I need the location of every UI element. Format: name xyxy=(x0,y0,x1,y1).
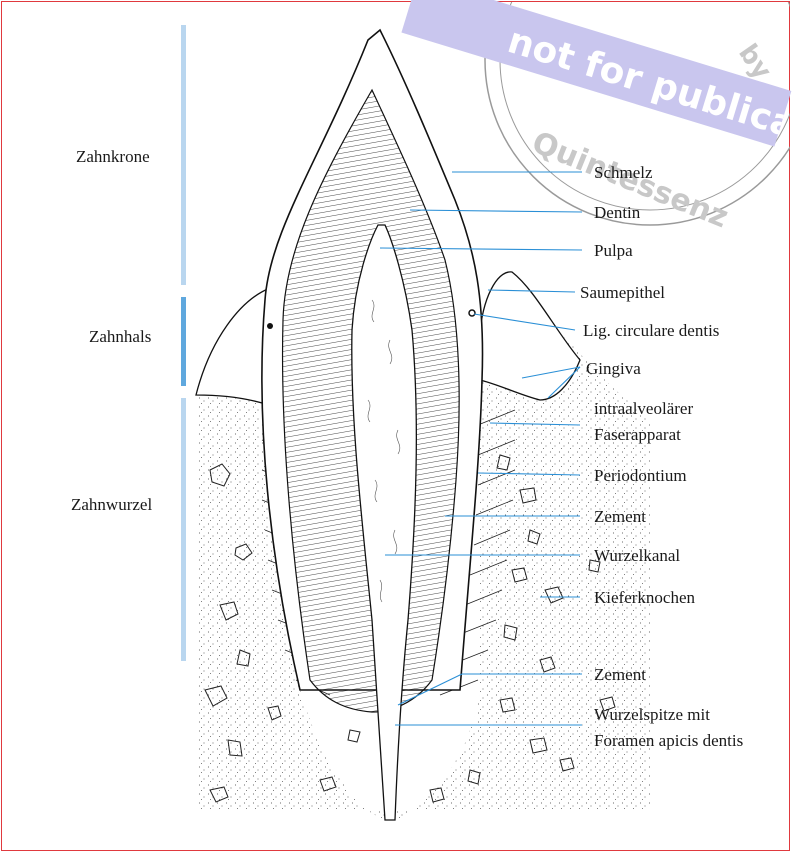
label-faser-line1: intraalveolärer xyxy=(594,399,693,418)
label-schmelz: Schmelz xyxy=(594,163,653,182)
neck-region-bar xyxy=(181,297,186,386)
label-pulpa: Pulpa xyxy=(594,241,633,260)
region-label-root: Zahnwurzel xyxy=(71,495,152,514)
crown-region-bar xyxy=(181,25,186,285)
label-dentin: Dentin xyxy=(594,203,641,222)
region-label-crown: Zahnkrone xyxy=(76,147,150,166)
label-zement-1: Zement xyxy=(594,507,646,526)
label-saumepithel: Saumepithel xyxy=(580,283,665,302)
label-wurzelkanal: Wurzelkanal xyxy=(594,546,680,565)
root-region-bar xyxy=(181,398,186,661)
region-label-neck: Zahnhals xyxy=(89,327,151,346)
label-faser-line2: Faserapparat xyxy=(594,425,681,444)
label-zement-2: Zement xyxy=(594,665,646,684)
label-periodontium: Periodontium xyxy=(594,466,687,485)
label-lig-circulare: Lig. circulare dentis xyxy=(583,321,719,340)
label-gingiva: Gingiva xyxy=(586,359,641,378)
label-wurzelspitze-line2: Foramen apicis dentis xyxy=(594,731,743,750)
label-wurzelspitze-line1: Wurzelspitze mit xyxy=(594,705,710,724)
label-kieferknochen: Kieferknochen xyxy=(594,588,696,607)
lig-circulare-dot-left xyxy=(267,323,273,329)
